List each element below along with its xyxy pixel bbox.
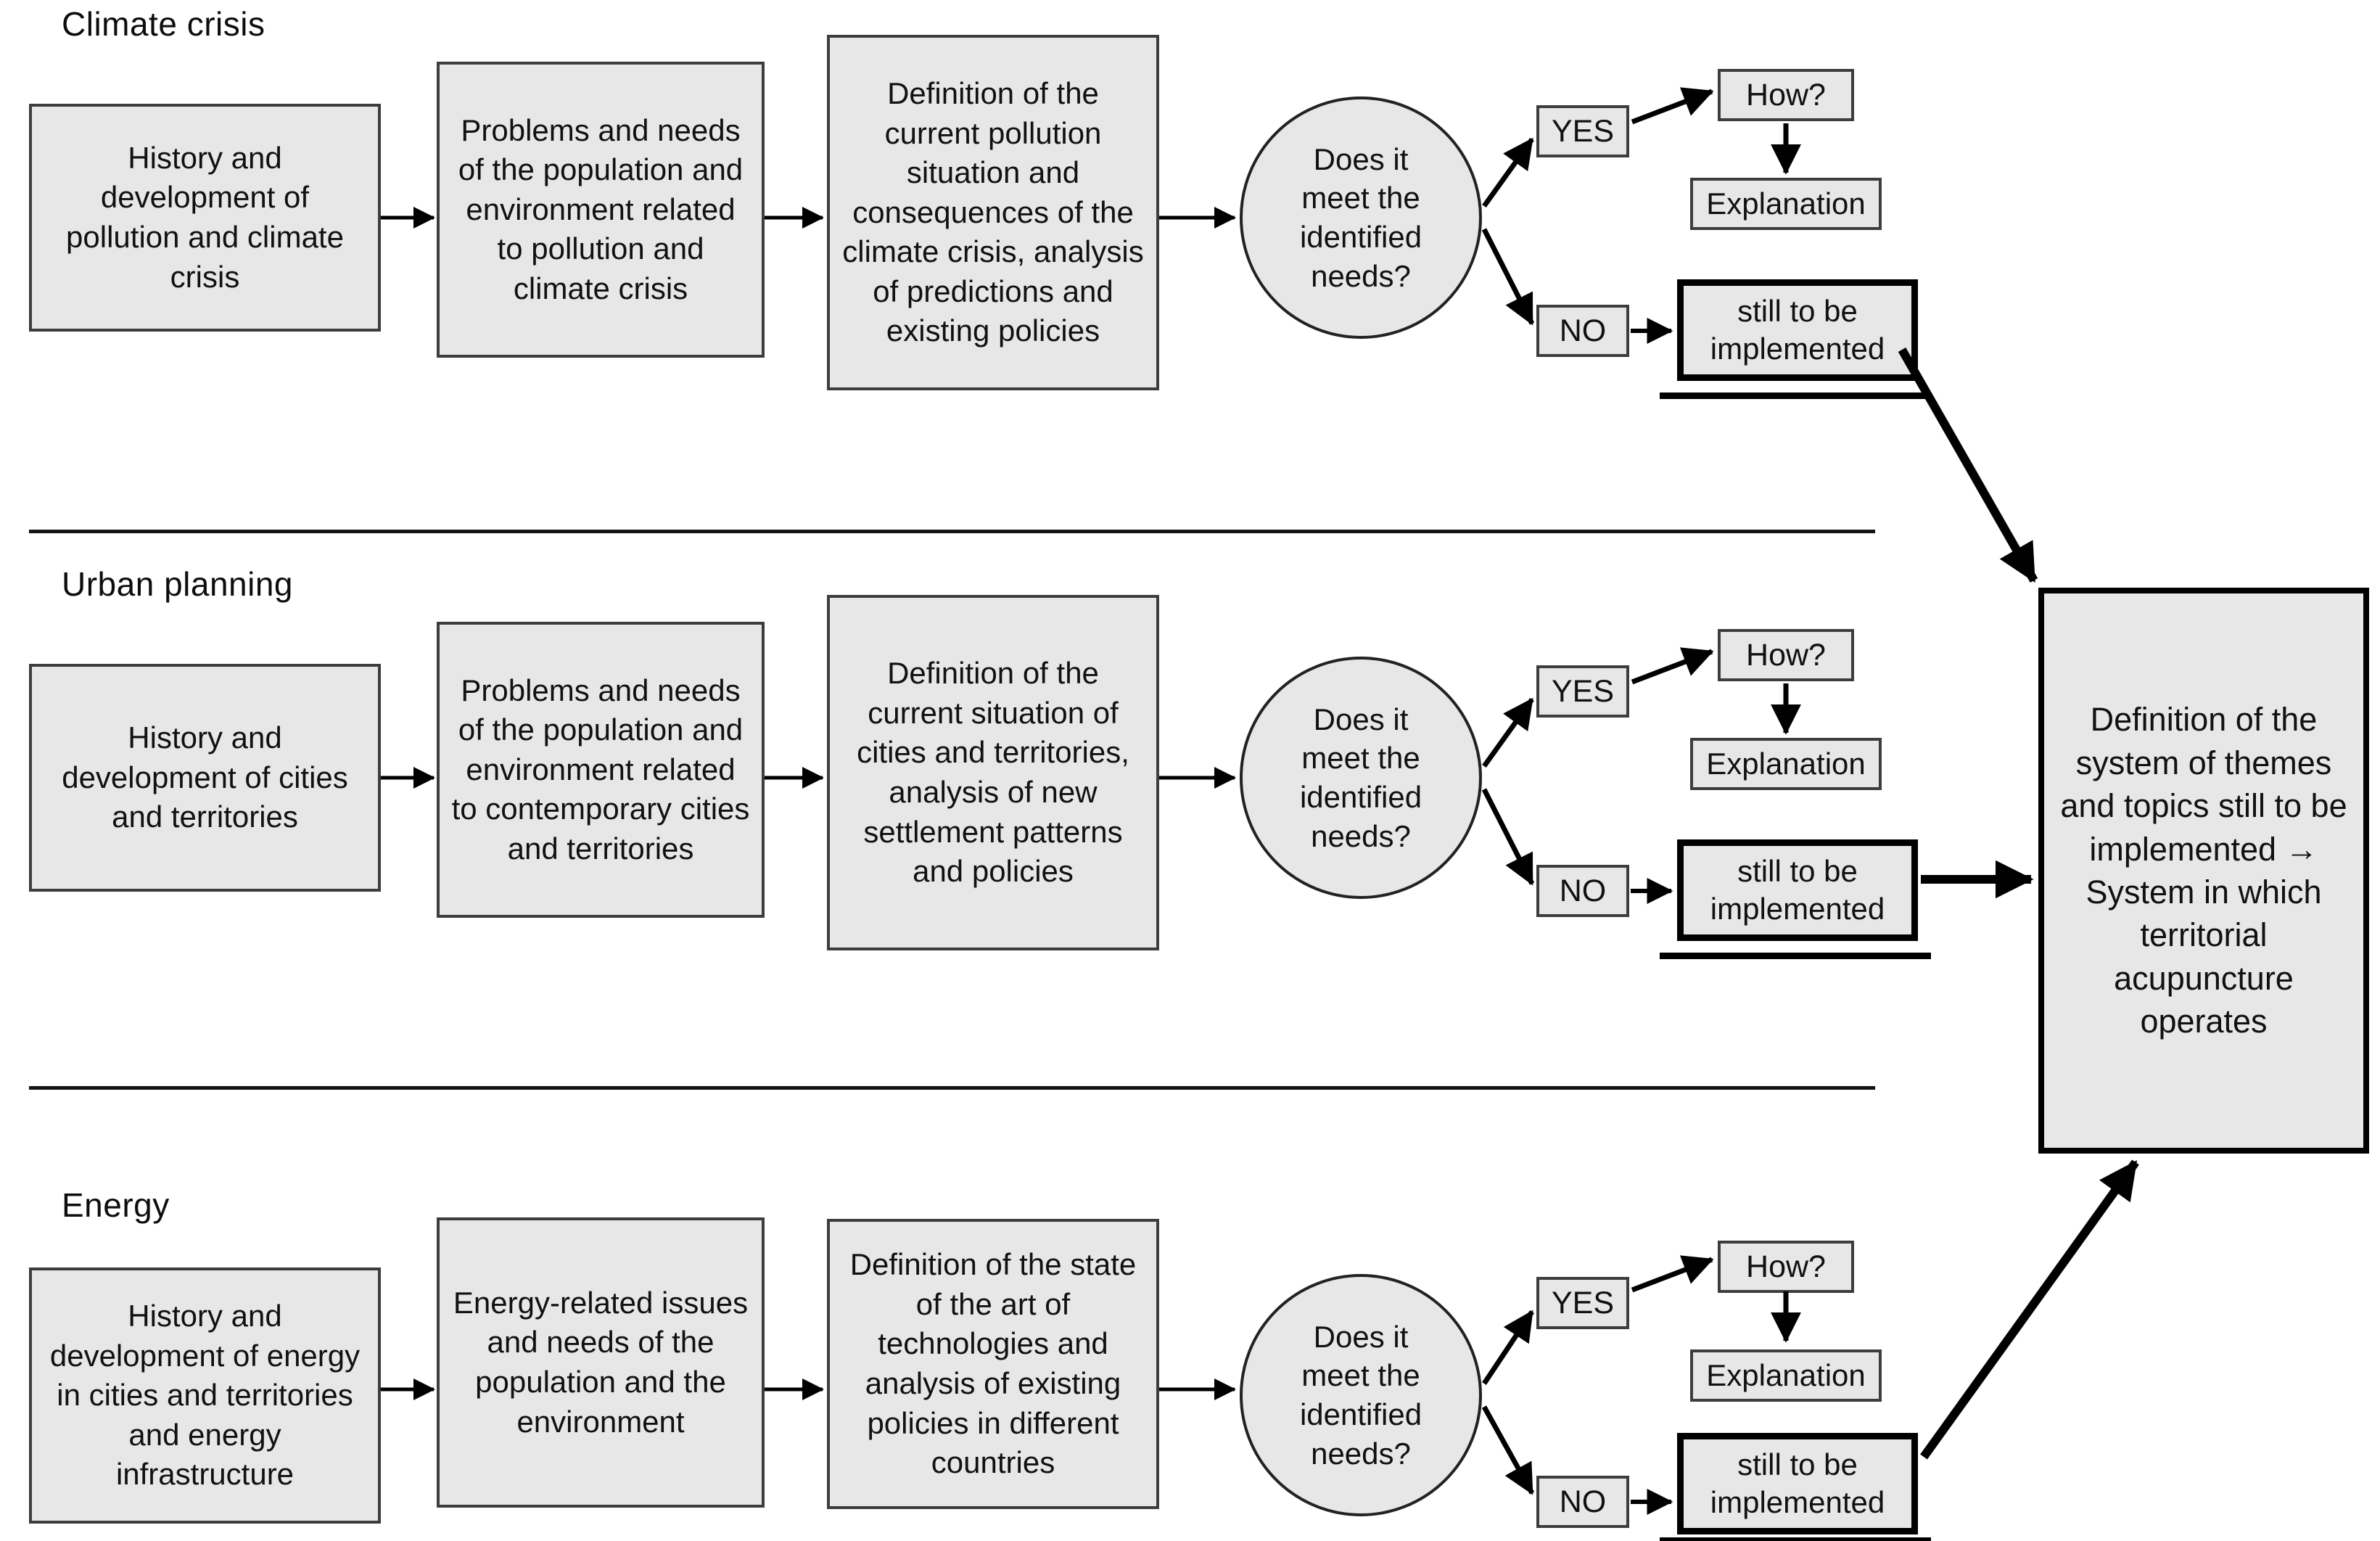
emphasis-underline — [1660, 393, 1931, 399]
section-title: Urban planning — [62, 565, 294, 603]
still-to-be-implemented-box: still to be implemented — [1677, 1433, 1918, 1534]
problems-needs-box: Energy-related issues and needs of the p… — [437, 1217, 765, 1508]
emphasis-underline — [1660, 1537, 1931, 1541]
arrow-decision-yes — [1482, 137, 1534, 208]
how-box: How? — [1718, 69, 1854, 121]
final-system-box: Definition of the system of themes and t… — [2038, 588, 2369, 1154]
explanation-box: Explanation — [1690, 178, 1882, 230]
section-divider — [29, 1086, 1875, 1090]
arrow-still-final — [1920, 1159, 2139, 1460]
still-to-be-implemented-box: still to be implemented — [1677, 839, 1918, 941]
arrow-decision-no — [1481, 1405, 1535, 1495]
decision-circle: Does it meet the identified needs? — [1240, 1274, 1482, 1516]
section-divider — [29, 530, 1875, 533]
arrow-yes-how — [1631, 87, 1714, 125]
no-box: NO — [1536, 305, 1629, 357]
problems-needs-box: Problems and needs of the population and… — [437, 62, 765, 358]
how-box: How? — [1718, 629, 1854, 681]
how-box: How? — [1718, 1241, 1854, 1293]
section-title: Climate crisis — [62, 5, 265, 43]
history-box: History and development of pollution and… — [29, 104, 381, 332]
definition-box: Definition of the current situation of c… — [827, 595, 1159, 950]
no-box: NO — [1536, 865, 1629, 917]
history-box: History and development of energy in cit… — [29, 1267, 381, 1524]
yes-box: YES — [1536, 665, 1629, 718]
yes-box: YES — [1536, 105, 1629, 157]
explanation-box: Explanation — [1690, 738, 1882, 790]
definition-box: Definition of the state of the art of te… — [827, 1219, 1159, 1509]
decision-circle: Does it meet the identified needs? — [1240, 96, 1482, 339]
arrow-still-final — [1898, 348, 2038, 583]
arrow-decision-no — [1481, 788, 1535, 886]
yes-box: YES — [1536, 1277, 1629, 1329]
history-box: History and development of cities and te… — [29, 664, 381, 892]
explanation-box: Explanation — [1690, 1349, 1882, 1402]
no-box: NO — [1536, 1476, 1629, 1528]
emphasis-underline — [1660, 953, 1931, 959]
arrow-yes-how — [1631, 1255, 1714, 1293]
still-to-be-implemented-box: still to be implemented — [1677, 279, 1918, 381]
arrow-yes-how — [1631, 647, 1714, 685]
problems-needs-box: Problems and needs of the population and… — [437, 622, 765, 918]
arrow-decision-yes — [1482, 1310, 1534, 1385]
arrow-decision-yes — [1482, 697, 1534, 768]
section-title: Energy — [62, 1186, 170, 1224]
decision-circle: Does it meet the identified needs? — [1240, 657, 1482, 899]
definition-box: Definition of the current pollution situ… — [827, 35, 1159, 390]
arrow-decision-no — [1481, 228, 1535, 326]
